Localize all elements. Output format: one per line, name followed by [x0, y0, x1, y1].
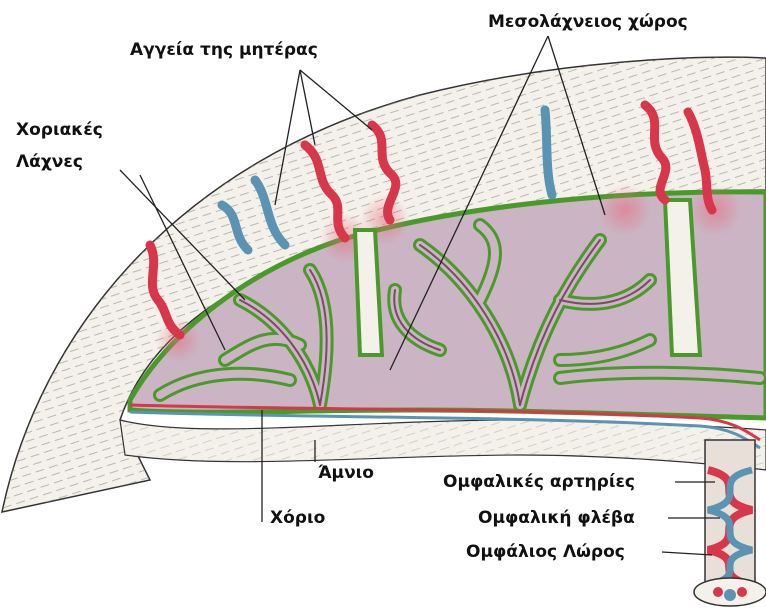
label-chorionic-villi-line2: Λάχνες	[16, 152, 83, 172]
umbilical-cord	[694, 440, 766, 606]
label-umbilical-arteries: Ομφαλικές αρτηρίες	[443, 472, 635, 492]
label-intervillous-space: Μεσολάχνειος χώρος	[488, 12, 688, 32]
placental-septum	[355, 230, 382, 355]
label-chorionic-villi-line1: Χοριακές	[16, 120, 103, 140]
label-amnion: Άμνιο	[318, 463, 374, 483]
label-umbilical-cord: Ομφάλιος Λώρος	[466, 542, 625, 562]
label-chorion: Χόριο	[270, 508, 325, 528]
label-maternal-vessels: Αγγεία της μητέρας	[130, 40, 318, 60]
label-umbilical-vein: Ομφαλική φλέβα	[478, 508, 635, 528]
